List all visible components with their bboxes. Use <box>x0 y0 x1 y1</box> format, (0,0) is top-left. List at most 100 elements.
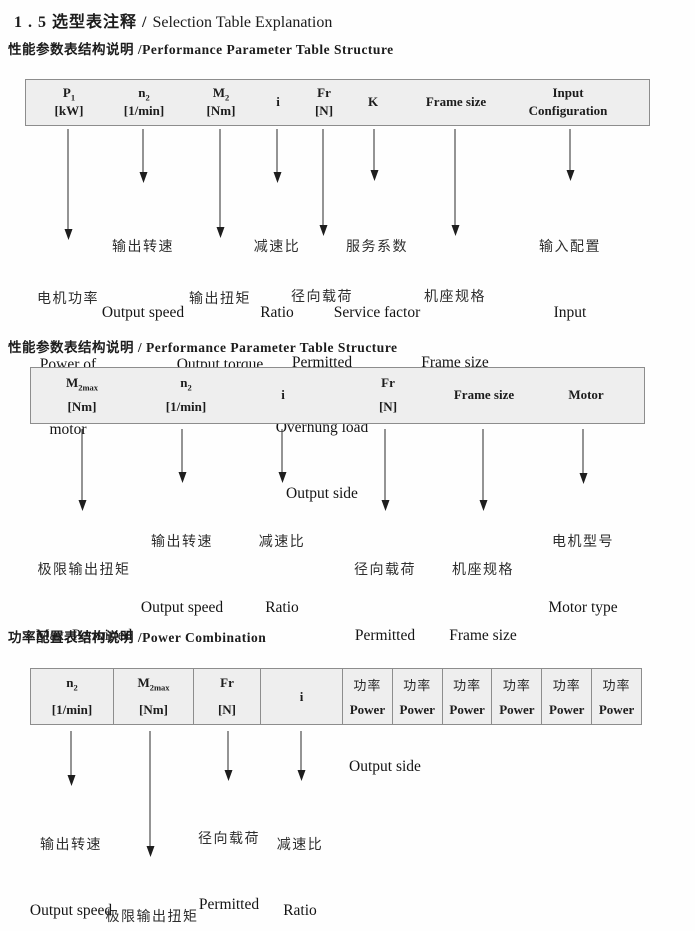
cell-symbol: P1 <box>55 85 84 103</box>
down-arrow <box>224 731 233 781</box>
arrowhead-icon <box>67 775 75 786</box>
down-arrow <box>273 129 282 183</box>
callout-line-zh: 机座规格 <box>423 290 486 306</box>
callout-line-zh: 输入配置 <box>539 240 601 256</box>
arrowhead-icon <box>579 473 587 484</box>
down-arrow <box>319 129 328 236</box>
section1-heading: 性能参数表结构说明 /Performance Parameter Table S… <box>8 42 394 57</box>
section3-heading: 功率配置表结构说明 /Power Combination <box>8 630 267 645</box>
down-arrow <box>381 429 390 511</box>
col-power-1: 功率 Power <box>343 669 393 724</box>
callout-line-en: Frame size <box>421 353 489 371</box>
cell-unit: Power <box>399 702 435 717</box>
cell-unit: [N] <box>217 702 237 717</box>
down-arrow <box>566 129 575 181</box>
arrow-shaft <box>300 731 302 770</box>
col-power-2: 功率 Power <box>393 669 443 724</box>
arrowhead-icon <box>224 770 232 781</box>
col-power-4: 功率 Power <box>492 669 543 724</box>
callout-line-en: Output speed <box>29 901 113 919</box>
callout-line-en: Permitted <box>354 626 416 644</box>
cell-unit: [1/min] <box>51 702 93 717</box>
cell-symbol: M2max <box>116 675 191 693</box>
col-m2max: M2max [Nm] <box>114 669 194 724</box>
cell-symbol: 功率 <box>552 678 581 693</box>
arrow-shaft <box>384 429 386 500</box>
cell-symbol: 功率 <box>353 678 382 693</box>
cell-unit: Power <box>549 702 585 717</box>
callout-line-zh: 服务系数 <box>346 240 408 256</box>
arrow-shaft <box>67 129 69 229</box>
arrow-shaft <box>227 731 229 770</box>
cell-unit: [1/min] <box>165 399 207 414</box>
callout-frame-size: 机座规格 Frame size <box>449 517 517 690</box>
cell-symbol: n2 <box>124 85 164 103</box>
col-n2: n2 [1/min] <box>166 368 206 423</box>
callout-line-zh: 减速比 <box>276 838 324 854</box>
arrowhead-icon <box>278 472 286 483</box>
cell-symbol: i <box>276 94 280 109</box>
callout-line-en: Ratio <box>260 303 294 321</box>
down-arrow <box>146 731 155 857</box>
arrow-shaft <box>454 129 456 225</box>
cell-symbol: Input <box>552 85 584 100</box>
arrow-shaft <box>181 429 183 472</box>
arrow-shaft <box>482 429 484 500</box>
callout-line-en: Output side <box>349 757 421 775</box>
callout-power-of-motor: 电机功率 Power of motor <box>37 246 99 485</box>
callout-ratio: 减速比 Ratio <box>277 792 324 931</box>
cell-symbol: i <box>281 387 285 402</box>
arrow-shaft <box>219 129 221 227</box>
symbol-text: n <box>138 85 146 100</box>
callout-line-en: Input <box>553 303 587 321</box>
callout-line-zh: 输出扭矩 <box>189 292 251 308</box>
arrowhead-icon <box>319 225 327 236</box>
arrow-shaft <box>373 129 375 170</box>
callout-line-zh: 电机功率 <box>37 292 99 308</box>
cell-symbol: Frame size <box>453 387 515 402</box>
col-input-configuration: Input Configuration <box>529 80 608 125</box>
down-arrow <box>278 429 287 483</box>
callout-line-zh: 极限输出扭矩 <box>37 563 131 579</box>
callout-output-speed: 输出转速 Output speed <box>30 792 112 931</box>
callout-frame-size: 机座规格 Frame size <box>421 244 489 417</box>
section2-heading: 性能参数表结构说明 / Performance Parameter Table … <box>8 340 398 355</box>
col-k: K <box>368 80 378 125</box>
arrowhead-icon <box>451 225 459 236</box>
arrow-shaft <box>276 129 278 172</box>
callout-ratio: 减速比 Ratio <box>259 489 306 662</box>
cell-symbol: Fr <box>381 375 395 390</box>
arrowhead-icon <box>64 229 72 240</box>
arrow-shaft <box>142 129 144 172</box>
callout-line-en: Frame size <box>449 626 517 644</box>
down-arrow <box>139 129 148 183</box>
arrowhead-icon <box>479 500 487 511</box>
cell-symbol: Fr <box>220 675 234 690</box>
cell-unit: Configuration <box>528 103 608 118</box>
down-arrow <box>579 429 588 484</box>
callout-line-en: Permitted <box>291 353 353 371</box>
cell-symbol: n2 <box>33 675 111 693</box>
cell-unit: Power <box>449 702 485 717</box>
cell-symbol: n2 <box>166 375 206 393</box>
section1-table: P1 [kW] n2 [1/min] M2 [Nm] i Fr [N] K Fr… <box>25 79 650 126</box>
arrow-shaft <box>582 429 584 473</box>
symbol-text: M <box>137 675 150 690</box>
callout-line-zh: 径向载荷 <box>197 832 260 848</box>
col-power-6: 功率 Power <box>592 669 641 724</box>
section3-table: n2 [1/min] M2max [Nm] Fr [N] i 功率 Power … <box>30 668 642 725</box>
cell-symbol: M2 <box>207 85 236 103</box>
callout-service-factor: 服务系数 Service factor <box>334 194 421 367</box>
callout-max-output-torque: 极限输出扭矩 Max. Permitted Output torque <box>104 864 200 931</box>
arrow-shaft <box>70 731 72 775</box>
callout-line-en: Permitted <box>198 895 260 913</box>
col-p1: P1 [kW] <box>55 80 84 125</box>
symbol-text: M <box>65 375 79 390</box>
arrowhead-icon <box>297 770 305 781</box>
symbol-text: n <box>180 375 188 390</box>
callout-line-en: Ratio <box>265 598 299 616</box>
cell-symbol: Frame size <box>425 94 487 109</box>
cell-symbol: 功率 <box>403 678 432 693</box>
callout-line-zh: 径向载荷 <box>353 563 416 579</box>
callout-ratio: 减速比 Ratio <box>254 194 301 367</box>
